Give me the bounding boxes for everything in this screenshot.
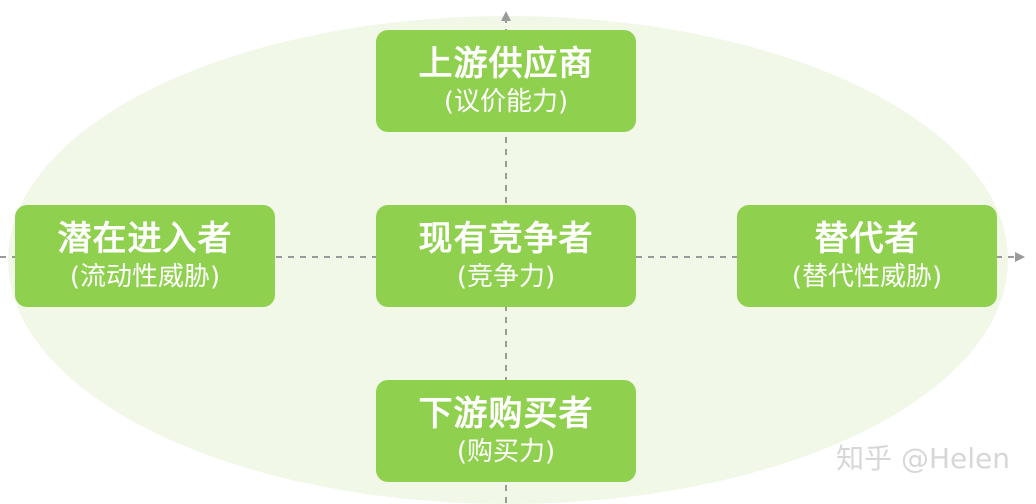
substitute-subtitle: (替代性威胁)	[791, 262, 943, 292]
supplier-title: 上游供应商	[418, 44, 594, 84]
competitor-box: 现有竞争者 (竞争力)	[376, 205, 636, 307]
buyer-subtitle: (购买力)	[456, 437, 556, 467]
watermark: 知乎 @Helen	[836, 442, 1010, 475]
buyer-title: 下游购买者	[418, 394, 594, 434]
new-entrant-title: 潜在进入者	[57, 219, 233, 259]
supplier-subtitle: (议价能力)	[443, 87, 569, 117]
supplier-box: 上游供应商 (议价能力)	[376, 30, 636, 132]
substitute-title: 替代者	[814, 219, 920, 259]
substitute-box: 替代者 (替代性威胁)	[737, 205, 997, 307]
buyer-box: 下游购买者 (购买力)	[376, 380, 636, 482]
new-entrant-subtitle: (流动性威胁)	[69, 262, 221, 292]
competitor-subtitle: (竞争力)	[456, 262, 556, 292]
new-entrant-box: 潜在进入者 (流动性威胁)	[15, 205, 275, 307]
competitor-title: 现有竞争者	[418, 219, 594, 259]
